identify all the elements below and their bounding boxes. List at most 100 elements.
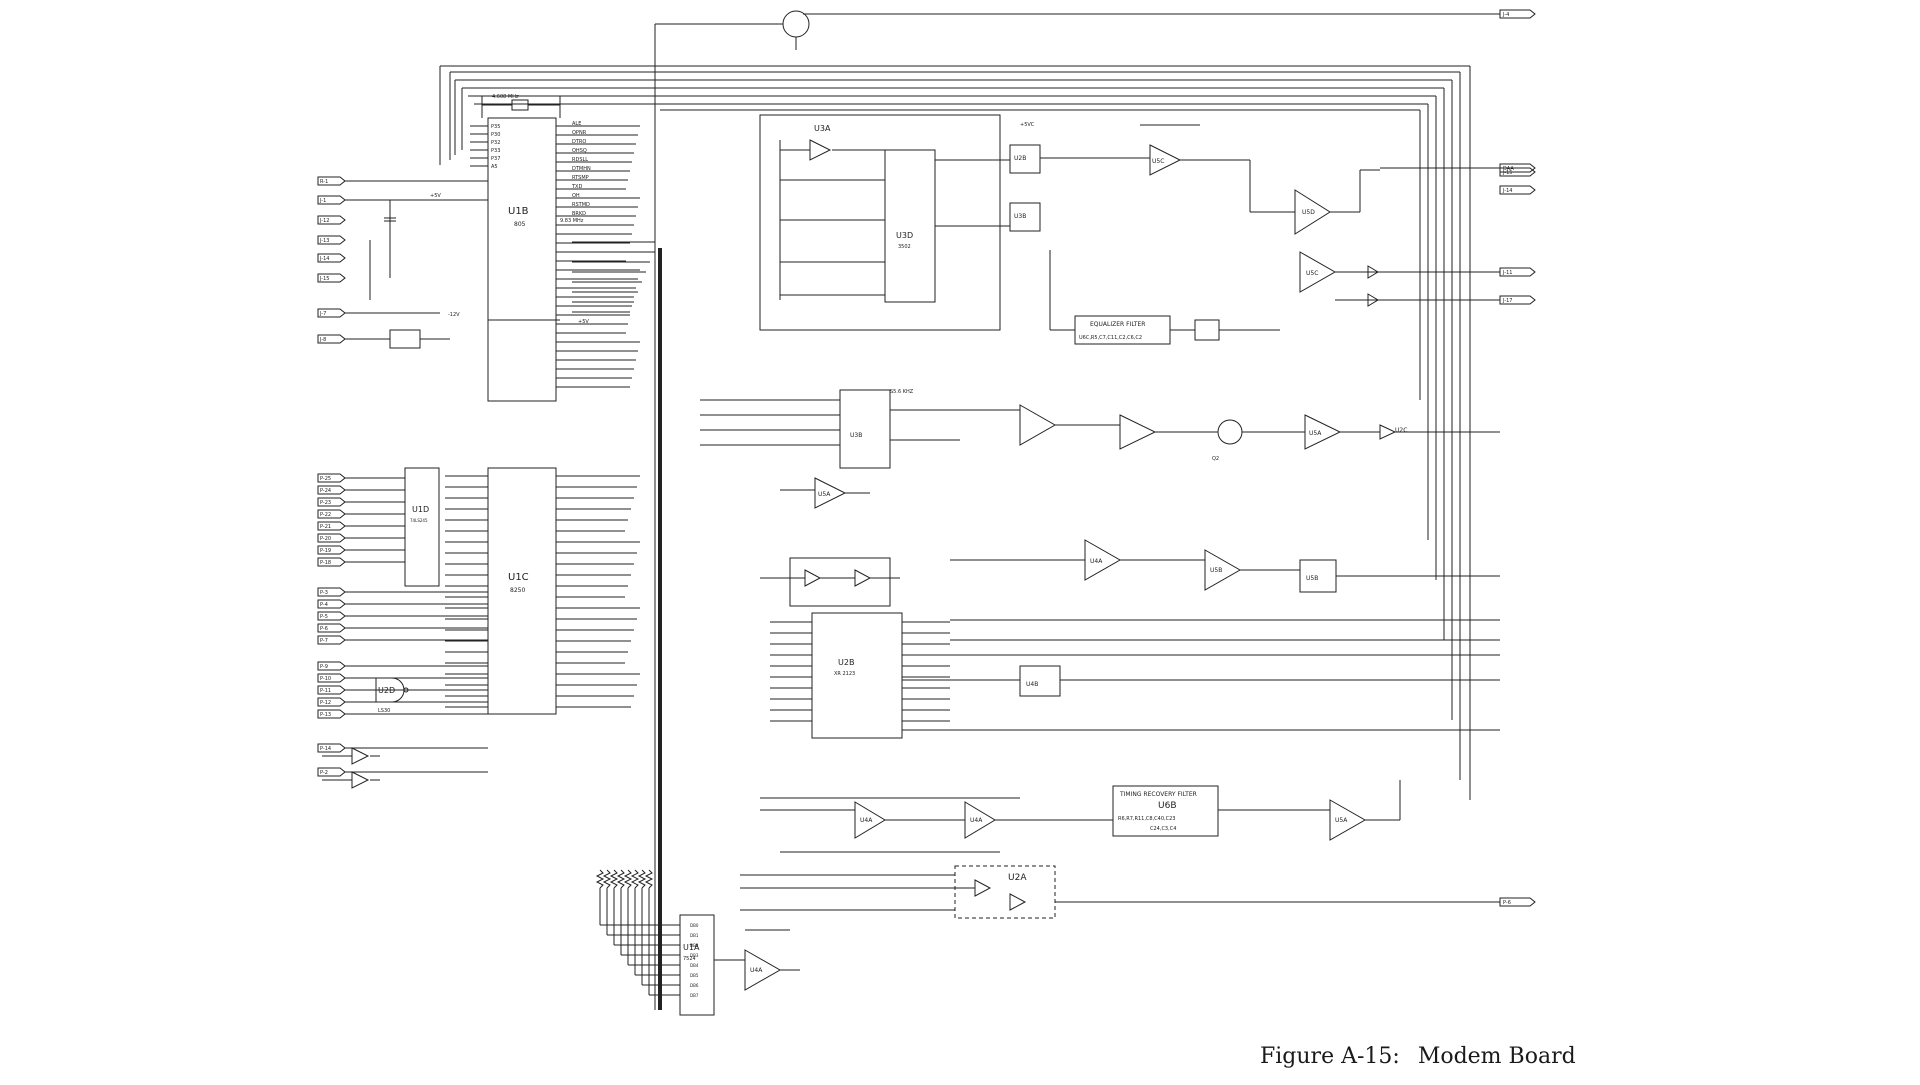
u2b-lower-ref: U2B [838,658,854,667]
left-connector-label: P-22 [320,512,331,518]
u2b-ref: U2B [1014,155,1026,162]
figure-caption-label: Figure A-15: [1260,1044,1400,1069]
right-connector-tab [1499,9,1536,19]
ladder-resistor [616,869,626,889]
left-connector-label: P-4 [320,602,328,608]
crystal-label: 4.608 MHz [492,94,519,100]
u1a-part: 7524 [683,956,696,962]
left-connector-label: P-2 [320,770,328,776]
u1b-part: 805 [514,221,526,228]
left-connector-tab [317,673,346,683]
u1a-bus-label: DB5 [690,973,699,978]
right-connector-tab [1499,167,1536,177]
right-connector-tab [1499,185,1536,195]
left-connector-tab [317,697,346,707]
left-connector-label: J-13 [319,238,329,244]
u2d-ref: U2D [378,686,395,695]
u1b-pin-name: RSTMD [572,202,590,208]
right-connector-label: J-15 [1502,170,1512,176]
right-connector-label: J-11 [1502,270,1512,276]
q2-ref: Q2 [1212,456,1219,462]
left-connector-tab [317,661,346,671]
u1c-uart: U1C 8250 [445,467,640,715]
left-connector-label: P-18 [320,560,331,566]
left-connector-label: P-14 [320,746,331,752]
left-connector-label: P-13 [320,712,331,718]
left-connector-tab [317,521,346,531]
u2b-lower-part: XR 2123 [834,671,855,677]
left-connector-tab [317,743,346,753]
u5a-ref: U5A [818,491,831,498]
u1b-microcontroller: U1B 805 4.608 MHz P35 P30 P32 P33 P37 A5… [345,94,640,402]
u1a-bus-label: DB3 [690,953,699,958]
u5b-box-ref: U5B [1306,575,1318,582]
left-connector-label: P-9 [320,664,328,670]
u1b-pin-label: P35 [491,124,500,130]
u4a-tr-ref-2: U4A [970,817,983,824]
u2d-nand-gate: U2D LS30 [322,677,488,789]
u1a-bus-label: DB0 [690,923,699,928]
u4a-ref: U4A [1090,558,1103,565]
freq-label: S5.6 KHZ [890,389,914,395]
u5c-ref-2: U5C [1306,270,1318,277]
left-connector-tab [317,253,346,263]
u3b-ref: U3B [1014,213,1026,220]
right-connector-tab [1499,267,1536,277]
left-connector-tab [317,273,346,283]
u5a-tr-ref: U5A [1335,817,1348,824]
u4a-tr-ref: U4A [860,817,873,824]
u5b-ref: U5B [1210,567,1222,574]
supply-label: +5V [578,319,589,325]
left-connector-tab [317,497,346,507]
u3a-ref: U3A [814,124,831,133]
left-connector-tab [317,473,346,483]
left-connector-tab [317,635,346,645]
timing-recovery-section: U4A U4A TIMING RECOVERY FILTER U6B R6,R7… [740,780,1500,919]
left-connector-label: J-1 [319,198,326,204]
u3d-ref: U3D [896,231,913,240]
right-connector-label: P-6 [1503,900,1511,906]
left-connector-group: R-1J-1J-12J-13J-14J-15J-7J-8P-25P-24P-23… [317,176,488,777]
left-connector-tab [317,533,346,543]
left-connector-tab [317,485,346,495]
ladder-resistor [644,869,654,889]
u1a-bus-label: DB2 [690,943,699,948]
left-connector-tab [317,587,346,597]
u1c-part: 8250 [510,587,525,594]
u1a-bus-label: DB6 [690,983,699,988]
supply-label: +5VC [1020,122,1035,128]
ladder-resistor [602,869,612,889]
left-connector-label: P-19 [320,548,331,554]
u4b-ref: U4B [1026,681,1038,688]
u5a-ref-2: U5A [1309,430,1322,437]
left-connector-label: P-11 [320,688,331,694]
left-connector-tab [317,545,346,555]
u1a-bus-label: DB4 [690,963,699,968]
rx-demod-section: U3B S5.6 KHZ U5A Q2 U5A U2C [700,389,1500,656]
figure-caption-title: Modem Board [1417,1044,1576,1069]
left-connector-label: P-10 [320,676,331,682]
left-connector-tab [317,611,346,621]
left-connector-tab [317,215,346,225]
left-connector-label: J-8 [319,337,326,343]
data-bus [572,241,662,1010]
u1b-pin-name: DTMHN [572,166,591,172]
ladder-resistor [637,869,647,889]
u3b-mid-ref: U3B [850,432,862,439]
timing-recovery-detail2: R6,R7,R11,C8,C40,C23 [1118,816,1175,822]
left-connector-label: P-24 [320,488,331,494]
left-connector-tab [317,195,346,205]
ladder-resistor [623,869,633,889]
u1b-pin-name: BRKD [572,211,586,217]
u1d-buffer: U1D 74LS245 [404,467,440,587]
left-connector-tab [317,599,346,609]
top-wiring [439,10,1500,1010]
u1b-pin-name: TXD [571,184,582,190]
u2a-ref: U2A [1008,873,1027,883]
left-connector-tab [317,557,346,567]
u1b-pin-label: P30 [491,132,500,138]
left-connector-label: P-7 [320,638,328,644]
u5d-ref: U5D [1302,209,1315,216]
left-connector-label: R-1 [320,179,328,185]
